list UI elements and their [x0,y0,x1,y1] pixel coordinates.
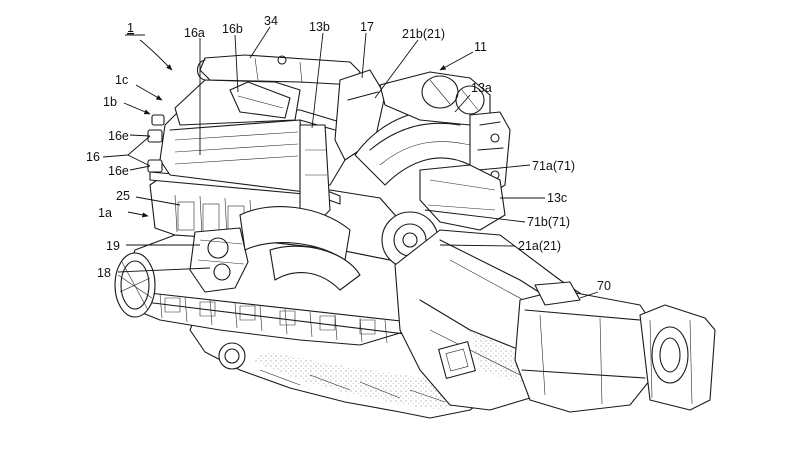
label-34: 34 [264,14,278,28]
label-1c: 1c [115,73,128,87]
label-1b: 1b [103,95,117,109]
label-70: 70 [597,279,611,293]
label-16e-upper: 16e [108,129,129,143]
label-17: 17 [360,20,374,34]
label-16e-lower: 16e [108,164,129,178]
label-1: 1 [127,21,134,35]
label-21b: 21b(21) [402,27,445,41]
label-71b: 71b(71) [527,215,570,229]
label-16b: 16b [222,22,243,36]
label-13b: 13b [309,20,330,34]
label-25: 25 [116,189,130,203]
label-13c: 13c [547,191,567,205]
label-21a: 21a(21) [518,239,561,253]
label-1a: 1a [98,206,112,220]
engine-assembly [115,55,715,418]
label-13a: 13a [471,81,492,95]
label-19: 19 [106,239,120,253]
label-18: 18 [97,266,111,280]
label-16: 16 [86,150,100,164]
label-11: 11 [474,40,487,54]
label-71a: 71a(71) [532,159,575,173]
label-16a: 16a [184,26,205,40]
